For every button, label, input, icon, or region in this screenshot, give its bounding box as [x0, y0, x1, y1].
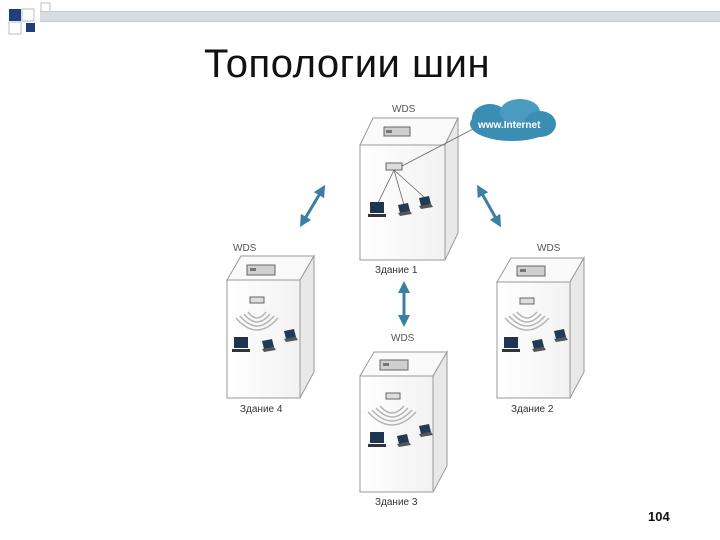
laptop-icon [398, 203, 412, 216]
wireless-waves [504, 311, 550, 331]
building-name: Здание 1 [375, 265, 418, 276]
laptop-icon [419, 196, 433, 209]
computer-icon [502, 337, 520, 352]
building-1: WDS Здание 1 [359, 104, 476, 276]
access-point-icon [519, 297, 535, 305]
computer-icon [232, 337, 250, 352]
corner-square [21, 8, 35, 22]
internet-cloud: www.Internet [470, 99, 556, 141]
wds-label: WDS [392, 104, 416, 115]
page-number: 104 [648, 509, 670, 524]
header-rule [40, 11, 720, 22]
laptop-icon [262, 339, 276, 352]
cloud-label: www.Internet [477, 120, 541, 131]
building-4: WDS Здание 4 [226, 243, 315, 415]
wireless-waves [367, 405, 417, 426]
access-point-icon [385, 162, 403, 171]
router-icon [383, 126, 411, 137]
building-3: WDS Здание 3 [359, 333, 448, 508]
wds-label: WDS [391, 333, 415, 344]
laptop-icon [554, 329, 568, 342]
slide-title: Топологии шин [204, 42, 491, 86]
building-name: Здание 2 [511, 404, 554, 415]
building-name: Здание 4 [240, 404, 283, 415]
corner-square [26, 23, 35, 32]
computer-icon [368, 432, 386, 447]
wireless-waves [235, 311, 279, 331]
access-point-icon [249, 296, 265, 304]
corner-square [9, 9, 21, 21]
laptop-icon [532, 339, 546, 352]
wireless-link-arrow [299, 184, 326, 228]
computer-icon [368, 202, 386, 217]
router-icon [379, 359, 409, 371]
corner-squares-decoration [8, 2, 51, 35]
building-2: WDS Здание 2 [496, 243, 585, 415]
laptop-icon [284, 329, 298, 342]
laptop-icon [397, 434, 411, 447]
router-icon [516, 265, 546, 277]
access-point-icon [385, 392, 401, 400]
building-name: Здание 3 [375, 497, 418, 508]
corner-square [8, 21, 22, 35]
wds-label: WDS [537, 243, 561, 254]
router-icon [246, 264, 276, 276]
wireless-link-arrow [477, 184, 501, 228]
wds-label: WDS [233, 243, 257, 254]
laptop-icon [419, 424, 433, 437]
